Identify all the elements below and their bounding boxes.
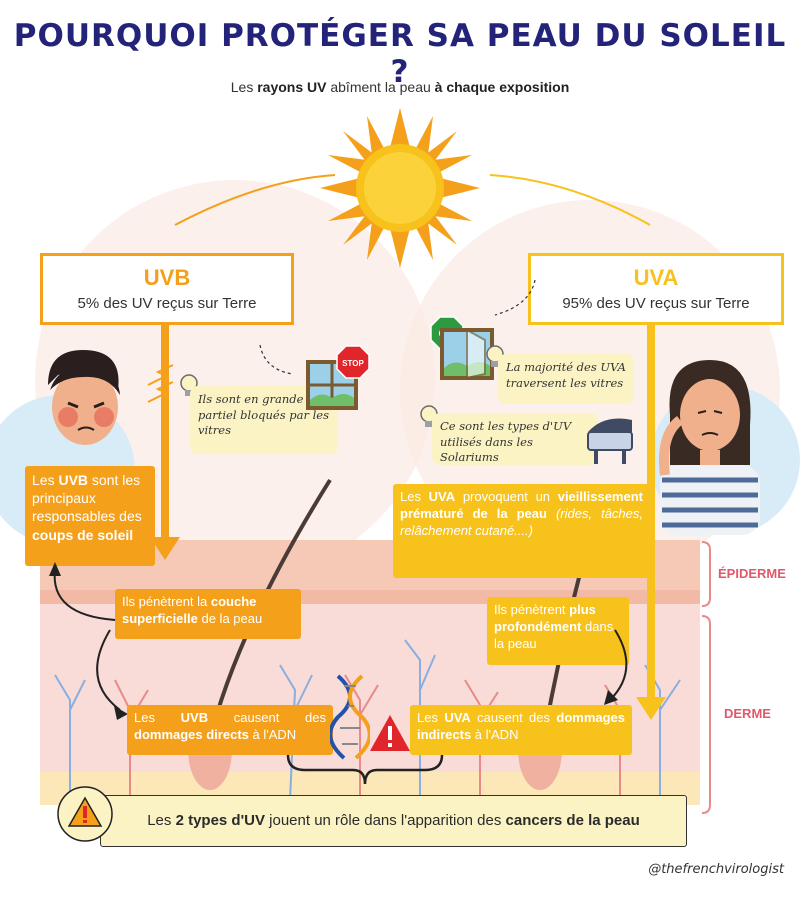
dna-icon: [330, 674, 370, 760]
uva-aging-tag: Les UVA provoquent un vieillissement pré…: [393, 484, 650, 578]
uva-header: UVA: [633, 265, 679, 290]
uvb-header-box: UVB 5% des UV reçus sur Terre: [40, 253, 294, 325]
page-title: POURQUOI PROTÉGER SA PEAU DU SOLEIL ?: [13, 18, 787, 90]
uvb-header: UVB: [143, 265, 191, 290]
epidermis-label: ÉPIDERME: [718, 566, 786, 581]
stop-sign-icon: STOP: [336, 345, 370, 379]
uva-penetration-arrow: [636, 322, 666, 720]
warning-icon: [57, 786, 113, 842]
stop-sign-label: STOP: [342, 359, 364, 368]
uv-rays-icon: [147, 364, 174, 403]
layer-brackets: [701, 541, 711, 814]
window-icon: [306, 360, 358, 410]
author-signature: @thefrenchvirologist: [648, 862, 784, 877]
conclusion-box: Les 2 types d'UV jouent un rôle dans l'a…: [100, 795, 687, 847]
uvb-dna-tag: Les UVB causent des dommages directs à l…: [127, 705, 333, 755]
uva-glass-note: La majorité des UVA traversent les vitre…: [498, 354, 634, 404]
uvb-glass-note: Ils sont en grande partiel bloqués par l…: [190, 386, 338, 454]
flow-arrows: [49, 562, 628, 720]
uva-header-box: UVA 95% des UV reçus sur Terre: [528, 253, 784, 325]
sunburned-person-illustration: [48, 350, 120, 445]
uvb-share: 5% des UV reçus sur Terre: [77, 295, 257, 312]
tanning-bed-icon: [587, 418, 633, 464]
curly-brace: [286, 754, 444, 785]
uvb-sunburn-tag: Les UVB sont les principaux responsables…: [25, 466, 155, 566]
sun-icon: [320, 108, 480, 268]
dashed-pointer-uva: [494, 279, 536, 316]
uva-penetration-tag: Ils pénètrent plus profondément dans la …: [487, 597, 629, 665]
dermis-label: DERME: [724, 706, 771, 721]
uvb-penetration-tag: Ils pénètrent la couche superficielle de…: [115, 589, 301, 639]
dashed-pointer: [259, 344, 294, 375]
warning-icon: [370, 715, 410, 751]
aging-person-illustration: [659, 360, 760, 535]
uva-solarium-note: Ce sont les types d'UV utilisés dans les…: [432, 413, 598, 465]
uva-dna-tag: Les UVA causent des dommages indirects à…: [410, 705, 632, 755]
page-subtitle: Les rayons UV abîment la peau à chaque e…: [230, 79, 570, 95]
uvb-penetration-arrow: [150, 322, 180, 560]
uva-share: 95% des UV reçus sur Terre: [562, 295, 750, 312]
